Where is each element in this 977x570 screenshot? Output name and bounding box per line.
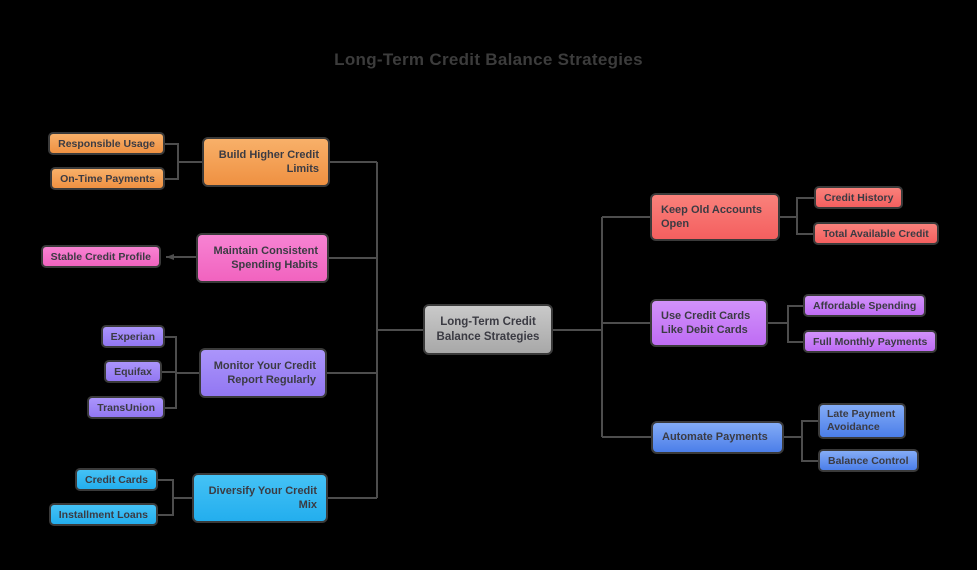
edges-keep-old-bracket (780, 197, 814, 235)
node-responsible-usage: Responsible Usage (48, 132, 165, 155)
node-keep-old-accounts-open: Keep Old Accounts Open (650, 193, 780, 241)
node-credit-history: Credit History (814, 186, 904, 209)
node-credit-cards: Credit Cards (74, 468, 158, 491)
node-diversify-your-credit-mix: Diversify Your Credit Mix (192, 473, 328, 523)
edges-build-higher-bracket (165, 143, 202, 180)
edges-diversify-bracket (158, 479, 192, 516)
node-full-monthly-payments: Full Monthly Payments (803, 330, 938, 353)
node-affordable-spending: Affordable Spending (803, 294, 927, 317)
node-total-available-credit: Total Available Credit (813, 222, 939, 245)
node-experian: Experian (100, 325, 165, 348)
edges-right-spine (553, 216, 651, 438)
edges-automate-bracket (784, 420, 818, 462)
node-equifax: Equifax (104, 360, 162, 383)
node-build-higher-credit-limits: Build Higher Credit Limits (202, 137, 330, 187)
node-balance-control: Balance Control (818, 449, 919, 472)
diagram-title: Long-Term Credit Balance Strategies (334, 50, 643, 69)
node-root: Long-Term Credit Balance Strategies (423, 304, 553, 355)
node-installment-loans: Installment Loans (48, 503, 158, 526)
node-monitor-your-credit-report-regularly: Monitor Your Credit Report Regularly (199, 348, 327, 398)
node-on-time-payments: On-Time Payments (50, 167, 165, 190)
node-use-credit-cards-like-debit-cards: Use Credit Cards Like Debit Cards (650, 299, 768, 347)
edges-use-cards-bracket (768, 305, 803, 343)
edges-monitor-bracket (162, 336, 199, 409)
edges-left-spine (327, 161, 423, 499)
node-maintain-consistent-spending-habits: Maintain Consistent Spending Habits (196, 233, 329, 283)
node-late-payment-avoidance: Late Payment Avoidance (818, 403, 906, 439)
node-automate-payments: Automate Payments (651, 421, 784, 454)
node-transunion: TransUnion (87, 396, 165, 419)
node-stable-credit-profile: Stable Credit Profile (40, 245, 161, 268)
